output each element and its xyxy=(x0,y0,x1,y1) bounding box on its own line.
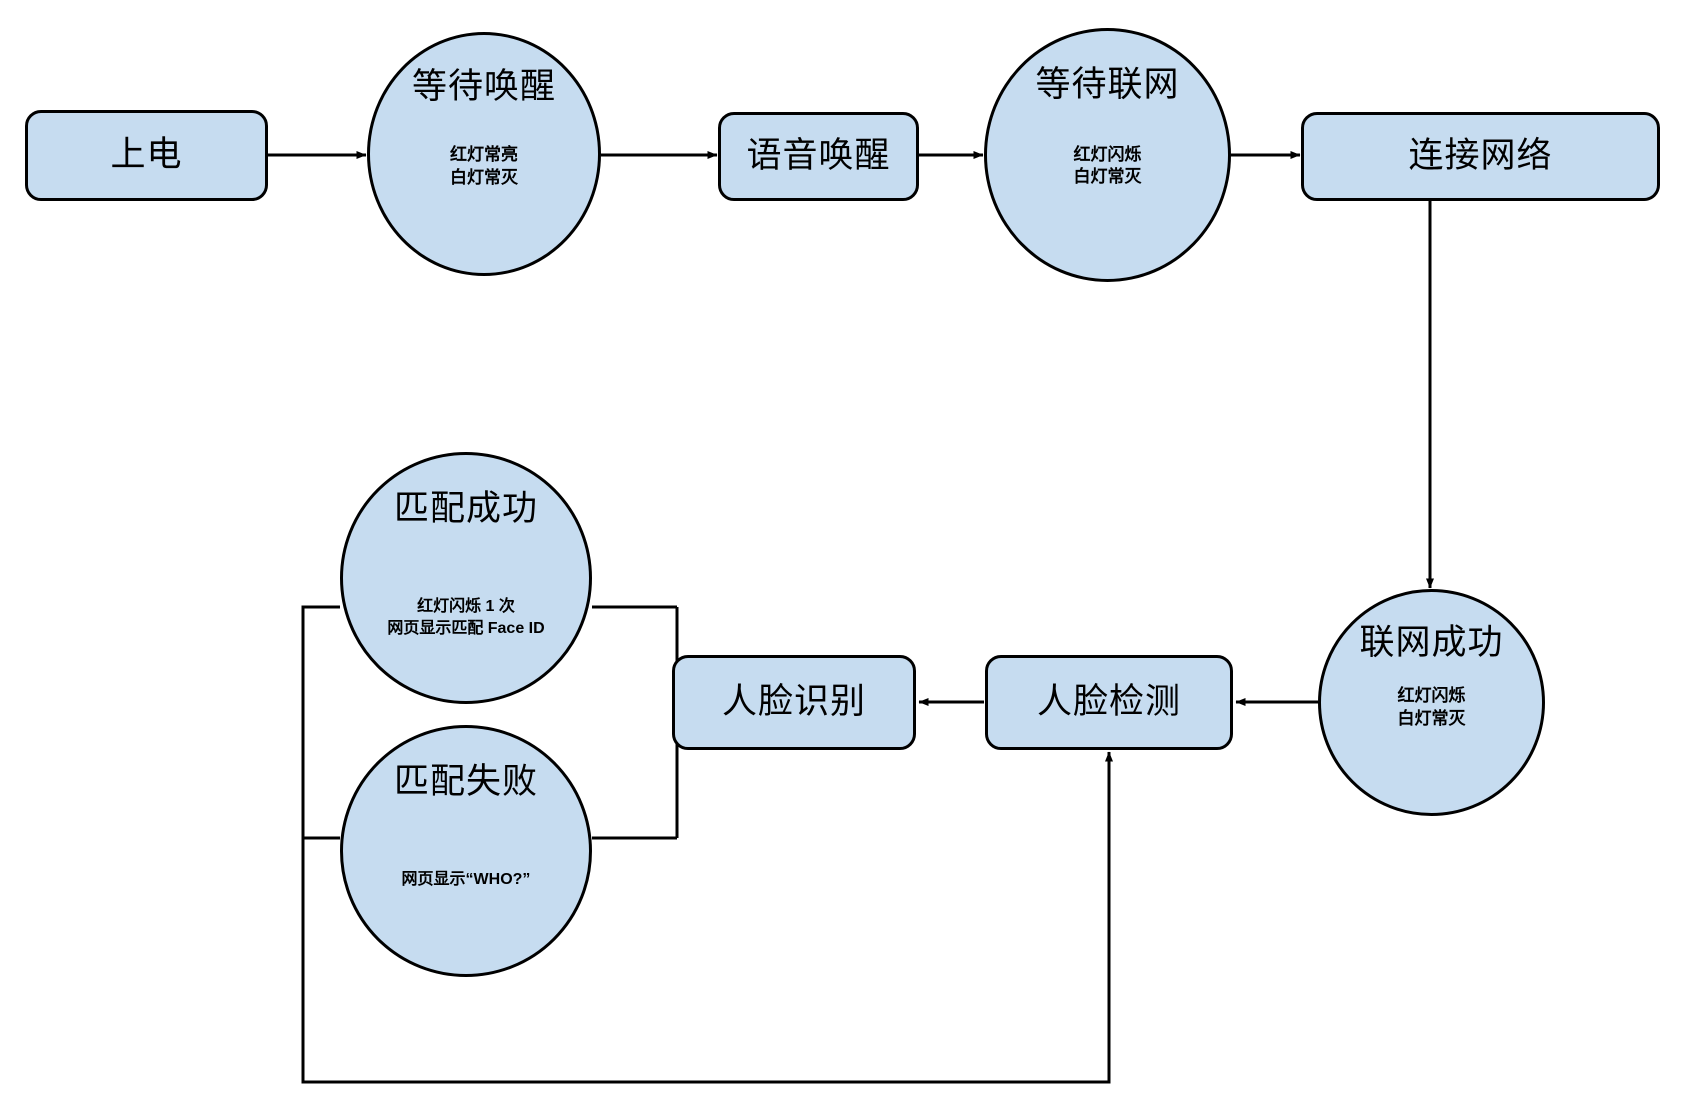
node-face-detect-label: 人脸检测 xyxy=(1036,682,1181,722)
node-face-recognize-label: 人脸识别 xyxy=(721,682,866,722)
node-wait-network[interactable]: 等待联网 红灯闪烁 白灯常灭 xyxy=(984,28,1231,282)
node-face-recognize[interactable]: 人脸识别 xyxy=(672,655,916,750)
node-network-success-sub: 红灯闪烁 白灯常灭 xyxy=(1397,686,1466,729)
node-connect-network-label: 连接网络 xyxy=(1408,136,1553,176)
node-match-fail[interactable]: 匹配失败 网页显示“WHO?” xyxy=(340,725,592,977)
node-face-detect[interactable]: 人脸检测 xyxy=(985,655,1233,750)
node-wait-wakeup-sub: 红灯常亮 白灯常灭 xyxy=(450,144,518,187)
node-connect-network[interactable]: 连接网络 xyxy=(1301,112,1660,201)
node-match-success[interactable]: 匹配成功 红灯闪烁 1 次 网页显示匹配 Face ID xyxy=(340,452,592,704)
node-wait-network-label: 等待联网 xyxy=(1035,64,1180,104)
node-match-fail-sub: 网页显示“WHO?” xyxy=(401,871,531,889)
node-network-success-label: 联网成功 xyxy=(1359,622,1504,662)
node-voice-wakeup[interactable]: 语音唤醒 xyxy=(718,112,919,201)
node-match-success-label: 匹配成功 xyxy=(393,489,538,529)
node-match-fail-label: 匹配失败 xyxy=(393,762,538,802)
node-power-on[interactable]: 上电 xyxy=(25,110,268,201)
node-wait-network-sub: 红灯闪烁 白灯常灭 xyxy=(1073,144,1142,187)
node-power-on-label: 上电 xyxy=(110,135,183,175)
node-voice-wakeup-label: 语音唤醒 xyxy=(746,136,891,176)
node-network-success[interactable]: 联网成功 红灯闪烁 白灯常灭 xyxy=(1318,589,1545,816)
node-wait-wakeup-label: 等待唤醒 xyxy=(411,66,556,106)
node-wait-wakeup[interactable]: 等待唤醒 红灯常亮 白灯常灭 xyxy=(367,32,601,276)
edge-match-circles-left-bracket xyxy=(301,605,340,840)
node-match-success-sub: 红灯闪烁 1 次 网页显示匹配 Face ID xyxy=(387,598,545,637)
